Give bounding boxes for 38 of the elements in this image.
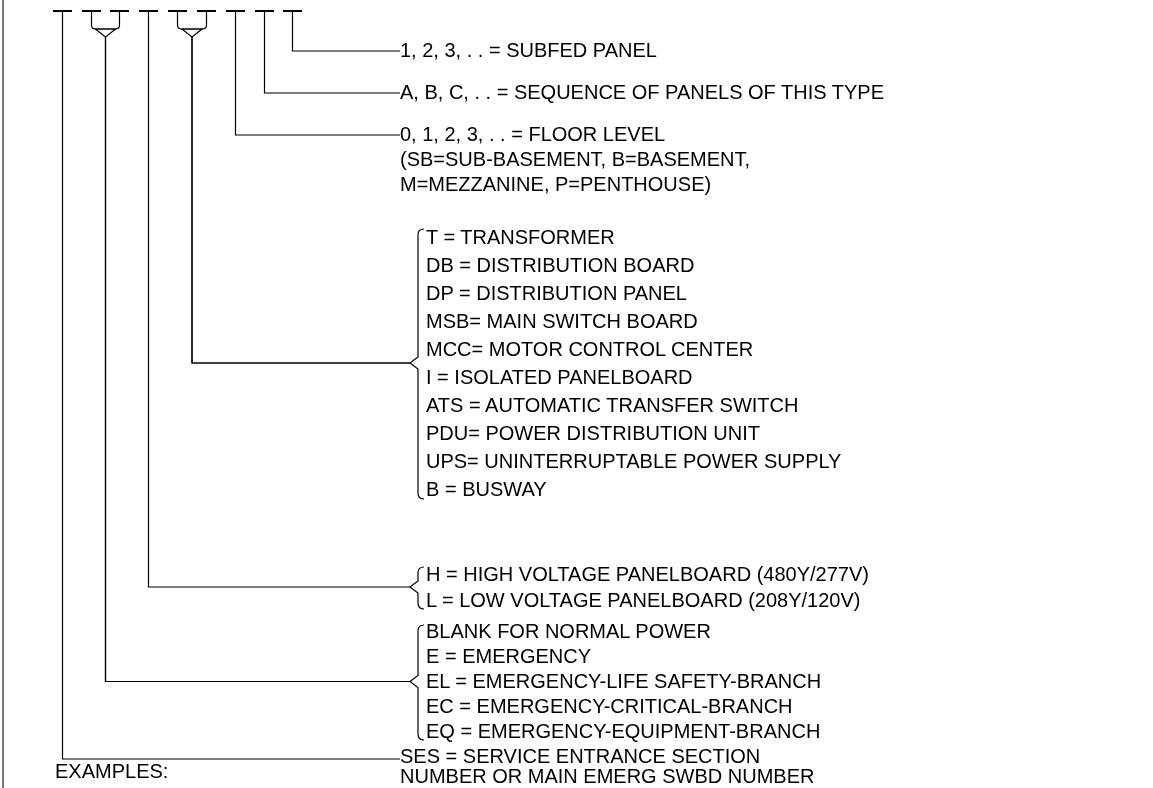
definition-text: EC = EMERGENCY-CRITICAL-BRANCH xyxy=(426,694,794,719)
definition-text: I = ISOLATED PANELBOARD xyxy=(426,365,694,390)
definition-text: MCC= MOTOR CONTROL CENTER xyxy=(426,337,755,362)
leader-line xyxy=(263,11,401,94)
definition-text: MSB= MAIN SWITCH BOARD xyxy=(426,309,699,334)
definition-text: L = LOW VOLTAGE PANELBOARD (208Y/120V) xyxy=(426,588,862,613)
section-heading: EXAMPLES: xyxy=(55,760,169,783)
leader-line xyxy=(147,11,411,588)
definition-text: ATS = AUTOMATIC TRANSFER SWITCH xyxy=(426,393,800,418)
blank-line xyxy=(197,10,216,12)
definition-text: EQ = EMERGENCY-EQUIPMENT-BRANCH xyxy=(426,719,822,744)
definition-text: 0, 1, 2, 3, . . = FLOOR LEVEL xyxy=(400,122,667,147)
blank-line xyxy=(139,10,158,12)
blank-line xyxy=(110,10,129,12)
blank-line xyxy=(226,10,245,12)
definition-text: NUMBER OR MAIN EMERG SWBD NUMBER xyxy=(400,766,815,786)
leader-line xyxy=(234,11,401,136)
blank-line xyxy=(283,10,302,12)
definition-text: B = BUSWAY xyxy=(426,477,548,502)
blank-line xyxy=(168,10,187,12)
definition-text: DB = DISTRIBUTION BOARD xyxy=(426,253,696,278)
definition-text: EL = EMERGENCY-LIFE SAFETY-BRANCH xyxy=(426,669,822,694)
definition-text: T = TRANSFORMER xyxy=(426,225,616,250)
blank-line xyxy=(82,10,101,12)
definition-text: 1, 2, 3, . . = SUBFED PANEL xyxy=(400,38,657,63)
blank-line xyxy=(255,10,274,12)
definition-text: BLANK FOR NORMAL POWER xyxy=(426,619,712,644)
definition-text: SES = SERVICE ENTRANCE SECTION xyxy=(400,746,762,766)
blank-line xyxy=(53,10,72,12)
leader-line xyxy=(291,11,401,52)
leader-line xyxy=(61,11,401,760)
definition-text: H = HIGH VOLTAGE PANELBOARD (480Y/277V) xyxy=(426,562,869,587)
definition-text: E = EMERGENCY xyxy=(426,644,593,669)
definition-text: PDU= POWER DISTRIBUTION UNIT xyxy=(426,421,761,446)
definition-text: (SB=SUB-BASEMENT, B=BASEMENT, M=MEZZANINE, P=PENTHOUSE) xyxy=(400,147,752,197)
definition-text: DP = DISTRIBUTION PANEL xyxy=(426,281,688,306)
definition-text: A, B, C, . . = SEQUENCE OF PANELS OF THIS TYPE xyxy=(400,80,884,105)
definition-text: UPS= UNINTERRUPTABLE POWER SUPPLY xyxy=(426,449,842,474)
